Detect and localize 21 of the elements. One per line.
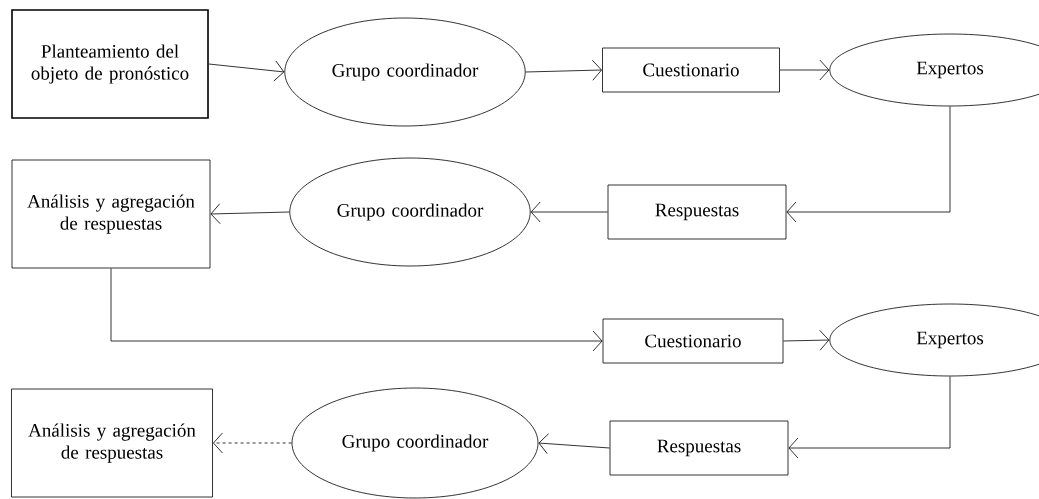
process-box: Planteamiento del objeto de pronóstico (11, 9, 209, 119)
arrow (208, 60, 285, 82)
process-box: Análisis y agregación de respuestas (11, 388, 213, 498)
arrow (538, 433, 610, 455)
process-box: Cuestionario (602, 47, 780, 93)
arrow (525, 59, 602, 81)
process-box: Cuestionario (602, 318, 784, 364)
process-box: Respuestas (609, 420, 789, 476)
ellipse-node: Grupo coordinador (289, 157, 531, 267)
arrow (530, 201, 608, 223)
arrow (788, 376, 951, 459)
arrow (110, 268, 603, 352)
ellipse-node: Grupo coordinador (284, 17, 526, 127)
arrow (783, 329, 830, 351)
ellipse-node: Grupo coordinador (291, 387, 539, 499)
process-box: Respuestas (607, 184, 787, 240)
arrow (210, 203, 290, 225)
arrow (786, 106, 951, 223)
arrow (779, 59, 830, 81)
arrow (213, 432, 292, 454)
process-box: Análisis y agregación de respuestas (11, 159, 211, 269)
